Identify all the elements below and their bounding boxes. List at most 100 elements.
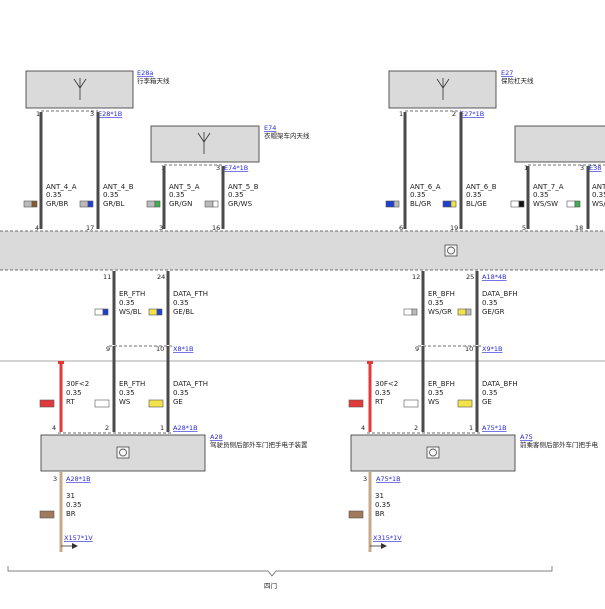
wire-size: 0.35 <box>46 191 62 199</box>
e28a-ref-link[interactable]: E28a <box>137 69 153 77</box>
low-left-2: DATA_FTH 0.35 GE 1 A28*1B <box>148 380 208 432</box>
wire-pin: 2 <box>105 424 109 432</box>
wire-color: RT <box>66 398 75 406</box>
upper-wire-5: ANT_6_B 0.35 BL/GE 19 <box>442 183 497 232</box>
upper-wire-4: ANT_6_A 0.35 BL/GR 6 <box>385 183 441 232</box>
upper-wire-2: ANT_5_A 0.35 GR/GN 3 <box>146 183 200 232</box>
antenna-icon <box>436 78 450 100</box>
ground-arrow-icon <box>61 543 78 549</box>
color-swatch <box>204 200 219 208</box>
a75-ref-link[interactable]: A75 <box>520 433 533 441</box>
wire-size: 0.35 <box>173 389 189 397</box>
upper-wire-6: ANT_7_A 0.35 WS/SW 5 <box>510 183 564 232</box>
wire-name: ANT_4_B <box>103 183 134 191</box>
bottom-brace <box>7 566 553 577</box>
upper-wire-7: ANT 0.35 WS/ 18 <box>566 183 605 232</box>
x9-conn-link[interactable]: X9*1B <box>482 345 502 353</box>
e74-name: 衣帽架车内天线 <box>264 131 310 140</box>
e74-ref-link[interactable]: E74 <box>264 124 276 132</box>
wire-pin: 4 <box>361 424 365 432</box>
wire-pin-top: 24 <box>157 273 165 281</box>
e28a-name: 行李箱天线 <box>137 76 170 85</box>
wire-pin: 1 <box>469 424 473 432</box>
wire-pin: 4 <box>35 224 39 232</box>
wire-pin-top: 11 <box>103 273 111 281</box>
mid-wire-left-1: 24 DATA_FTH 0.35 GE/BL 10 X8*1B <box>148 273 208 353</box>
wire-color: GE/GR <box>482 308 505 316</box>
wire-color: GE <box>482 398 492 406</box>
color-swatch <box>566 200 581 208</box>
a28-conn-link[interactable]: A28*1B <box>173 424 198 432</box>
wire-color: WS <box>119 398 131 406</box>
e74-conn-link[interactable]: E74*1B <box>224 164 248 172</box>
a28-ref-link[interactable]: A28 <box>210 433 223 441</box>
wire-color: WS/BL <box>119 308 142 316</box>
a75-bottom-conn-link[interactable]: A75*1B <box>376 475 401 483</box>
wire-color: BL/GR <box>410 200 431 208</box>
e27-ref-link[interactable]: E27 <box>501 69 513 77</box>
connector-dashes-top <box>41 110 605 166</box>
wire-name: ER_FTH <box>119 290 145 298</box>
wire-size: 0.35 <box>103 191 119 199</box>
component-e27: E27 保险杠天线 1 2 E27*1B <box>388 69 534 118</box>
wire-color: BR <box>66 510 76 518</box>
wire-color: GR/BL <box>103 200 124 208</box>
color-swatch <box>442 200 457 208</box>
wire-pin: 17 <box>86 224 94 232</box>
module-conn-link[interactable]: A18*4B <box>482 273 507 281</box>
wire-size: 0.35 <box>119 389 135 397</box>
module-icon <box>116 446 130 459</box>
e38-pin-left: 1 <box>524 164 528 172</box>
color-swatch <box>403 308 418 316</box>
a28-pin-bottom: 3 <box>53 475 57 483</box>
wire-size: 0.35 <box>375 389 391 397</box>
mid-wire-right-0: 12 ER_BFH 0.35 WS/GR 9 <box>403 273 455 353</box>
antenna-icon <box>73 78 87 100</box>
e28a-conn-link[interactable]: E28*1B <box>98 110 122 118</box>
wire-color: WS/SW <box>533 200 558 208</box>
x157-conn-link[interactable]: X157*1V <box>64 534 93 542</box>
wire-name: ANT_6_B <box>466 183 497 191</box>
wire-pin-top: 12 <box>412 273 420 281</box>
wire-name: ER_FTH <box>119 380 145 388</box>
a28-bottom-conn-link[interactable]: A28*1B <box>66 475 91 483</box>
wire-pin: 6 <box>399 224 403 232</box>
mid-wire-lines <box>112 271 479 345</box>
a28-name: 驾驶员侧后部外车门把手电子装置 <box>210 440 308 449</box>
color-swatch <box>148 399 164 408</box>
e27-pin-left: 1 <box>399 110 403 118</box>
a75-pin-bottom: 3 <box>363 475 367 483</box>
e27-conn-link[interactable]: E27*1B <box>460 110 484 118</box>
color-swatch <box>146 200 161 208</box>
x8-conn-link[interactable]: X8*1B <box>173 345 193 353</box>
wire-name: 31 <box>66 492 75 500</box>
component-e74: E74 衣帽架车内天线 1 3 E74*1B <box>150 124 310 172</box>
wire-pin: 18 <box>575 224 583 232</box>
wire-pin: 1 <box>160 424 164 432</box>
e27-name: 保险杠天线 <box>501 76 534 85</box>
e74-pin-right: 3 <box>216 164 220 172</box>
wire-name: 30F<2 <box>375 380 398 388</box>
wire-name: 30F<2 <box>66 380 89 388</box>
wire-size: 0.35 <box>466 191 482 199</box>
wire-color: GE <box>173 398 183 406</box>
wire-pin: 19 <box>450 224 458 232</box>
lower-wire-lines <box>59 346 479 432</box>
x315-conn-link[interactable]: X315*1V <box>373 534 402 542</box>
wire-size: 0.35 <box>482 389 498 397</box>
wire-name: ANT <box>592 183 605 191</box>
color-swatch <box>348 399 364 408</box>
low-right-2: DATA_BFH 0.35 GE 1 A75*1B <box>457 380 518 432</box>
component-e28a: E28a 行李箱天线 1 3 E28*1B <box>25 69 170 118</box>
e38-conn-link[interactable]: E38 <box>589 164 601 172</box>
wire-color: BR <box>375 510 385 518</box>
a75-conn-link[interactable]: A75*1B <box>482 424 507 432</box>
component-a75: A75 前乘客侧后部外车门把手电 3 A75*1B <box>350 433 599 483</box>
wire-pin: 16 <box>212 224 220 232</box>
wire-name: DATA_FTH <box>173 380 208 388</box>
wire-pin-bottom: 10 <box>156 345 164 353</box>
wire-size: 0.35 <box>482 299 498 307</box>
wire-color: GR/GN <box>169 200 192 208</box>
wire-name: DATA_FTH <box>173 290 208 298</box>
component-e38: 1 3 E38 <box>514 125 605 172</box>
